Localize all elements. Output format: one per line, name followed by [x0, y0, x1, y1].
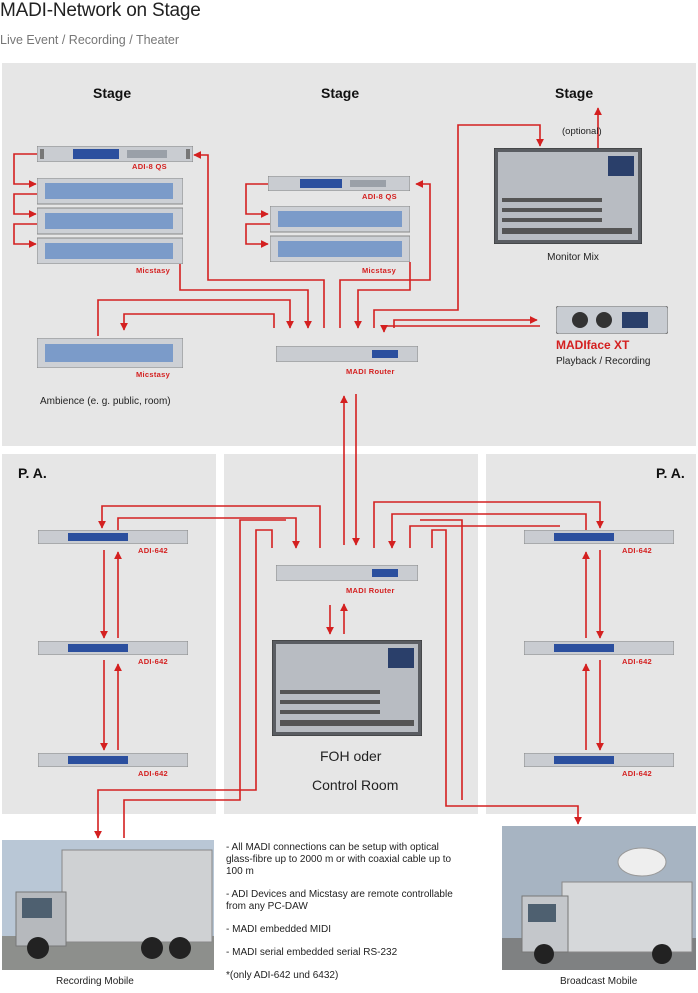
optional-label: (optional) — [562, 126, 602, 137]
madiface-device — [556, 306, 668, 334]
adi642-label-right-2: ADI-642 — [622, 657, 653, 666]
adi642-left-3 — [38, 753, 188, 767]
note-3: - MADI embedded MIDI — [226, 924, 332, 935]
link-arrow — [94, 529, 273, 839]
micstasy-stack-left — [37, 178, 183, 264]
adi642-right-1 — [524, 530, 674, 544]
madi-router-label-foh: MADI Router — [346, 586, 395, 595]
link-arrow — [179, 262, 312, 329]
notes-block: - All MADI connections can be setup with… — [226, 842, 456, 993]
micstasy-stack-center — [270, 206, 410, 262]
adi642-label-left-3: ADI-642 — [138, 769, 169, 778]
madi-router-top — [276, 346, 418, 362]
adi642-label-left-2: ADI-642 — [138, 657, 169, 666]
link-arrow — [97, 299, 294, 336]
adi8qs-label-center: ADI-8 QS — [362, 192, 397, 201]
adi642-left-1 — [38, 530, 188, 544]
pa-right-label: P. A. — [656, 465, 685, 481]
micstasy-ambience — [37, 338, 183, 368]
link-arrow — [431, 529, 582, 825]
chain-arrow — [245, 183, 270, 218]
micstasy-label-center: Micstasy — [362, 266, 397, 275]
madi-router-label-top: MADI Router — [346, 367, 395, 376]
link-arrow — [354, 262, 411, 329]
chain-arrow — [13, 193, 38, 218]
madi-router-foh — [276, 565, 418, 581]
chain-arrow — [245, 223, 270, 248]
link-arrow — [98, 505, 321, 548]
link-line — [123, 519, 286, 838]
madiface-caption: Playback / Recording — [556, 356, 651, 367]
link-arrow — [193, 151, 325, 328]
micstasy-label-left: Micstasy — [136, 266, 171, 275]
link-line — [409, 525, 560, 548]
link-arrow — [373, 124, 544, 328]
stage-right-label: Stage — [555, 85, 594, 101]
recording-mobile-label: Recording Mobile — [56, 976, 134, 987]
note-1: - All MADI connections can be setup with… — [226, 842, 452, 877]
monitor-mix-label: Monitor Mix — [547, 252, 599, 263]
madiface-brand: MADIface XT — [556, 338, 630, 352]
recording-mobile-image — [2, 840, 214, 970]
micstasy-label-ambience: Micstasy — [136, 370, 171, 379]
ambience-label: Ambience (e. g. public, room) — [40, 396, 171, 407]
note-2: - ADI Devices and Micstasy are remote co… — [226, 889, 453, 912]
foh-label-line2: Control Room — [312, 777, 399, 793]
adi8qs-label-left: ADI-8 QS — [132, 162, 167, 171]
foh-label-line1: FOH oder — [320, 748, 382, 764]
link-line — [420, 519, 463, 800]
adi642-left-2 — [38, 641, 188, 655]
adi642-right-3 — [524, 753, 674, 767]
adi8qs-device-left — [37, 146, 193, 162]
adi642-right-2 — [524, 641, 674, 655]
link-arrow — [373, 501, 604, 548]
adi8qs-device-center — [268, 176, 410, 191]
note-4: - MADI serial embedded serial RS-232 — [226, 947, 398, 958]
foh-console — [272, 640, 422, 736]
stage-left-label: Stage — [93, 85, 132, 101]
link-arrow — [380, 324, 540, 333]
link-arrow — [339, 180, 431, 328]
monitor-mix-console — [494, 148, 642, 244]
pa-left-label: P. A. — [18, 465, 47, 481]
link-arrow — [388, 513, 587, 549]
adi642-label-right-1: ADI-642 — [622, 546, 653, 555]
broadcast-mobile-label: Broadcast Mobile — [560, 976, 638, 987]
broadcast-mobile-image — [502, 826, 696, 970]
link-arrow — [117, 517, 300, 549]
page-subtitle: Live Event / Recording / Theater — [0, 33, 180, 47]
page-title: MADI-Network on Stage — [0, 0, 201, 21]
chain-arrow — [13, 153, 38, 188]
adi642-label-right-3: ADI-642 — [622, 769, 653, 778]
adi642-label-left-1: ADI-642 — [138, 546, 169, 555]
link-arrow — [120, 313, 275, 331]
note-5: *(only ADI-642 und 6432) — [226, 970, 339, 981]
chain-arrow — [13, 223, 38, 248]
stage-center-label: Stage — [321, 85, 360, 101]
